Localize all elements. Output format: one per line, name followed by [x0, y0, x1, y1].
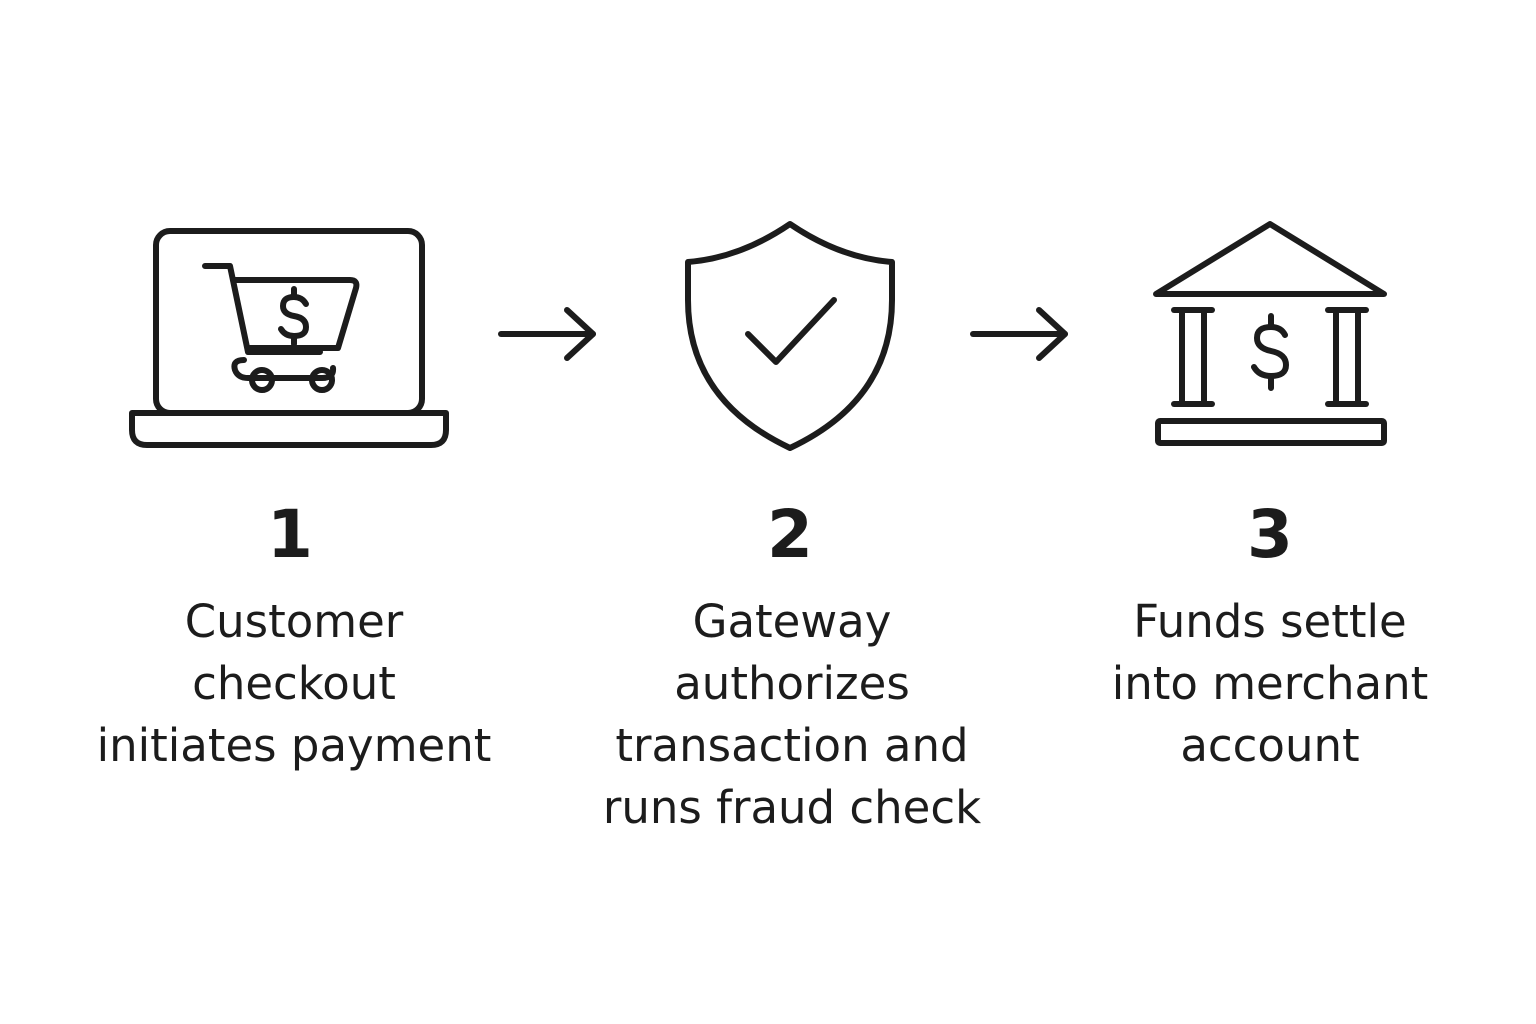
- step-label-3: Funds settle into merchant account: [1040, 591, 1500, 777]
- arrow-right-icon: [495, 300, 605, 374]
- laptop-shopping-cart-dollar-icon: [120, 220, 460, 460]
- bank-dollar-icon: [1140, 210, 1400, 460]
- step-label-2: Gateway authorizes transaction and runs …: [562, 591, 1022, 839]
- step-label-line: checkout: [192, 657, 396, 710]
- step-label-line: Gateway: [692, 595, 892, 648]
- step-label-1: Customer checkout initiates payment: [64, 591, 524, 777]
- step-label-line: transaction and: [615, 719, 969, 772]
- step-label-line: initiates payment: [96, 719, 492, 772]
- arrow-right-icon: [967, 300, 1077, 374]
- step-label-line: runs fraud check: [602, 781, 982, 834]
- step-label-line: Customer: [184, 595, 404, 648]
- step-number-1: 1: [267, 496, 313, 573]
- step-label-line: account: [1180, 719, 1360, 772]
- step-number-3: 3: [1247, 496, 1293, 573]
- step-label-line: authorizes: [674, 657, 910, 710]
- step-label-line: into merchant: [1111, 657, 1429, 710]
- step-number-2: 2: [767, 496, 813, 573]
- step-label-line: Funds settle: [1133, 595, 1407, 648]
- shield-checkmark-icon: [670, 210, 910, 470]
